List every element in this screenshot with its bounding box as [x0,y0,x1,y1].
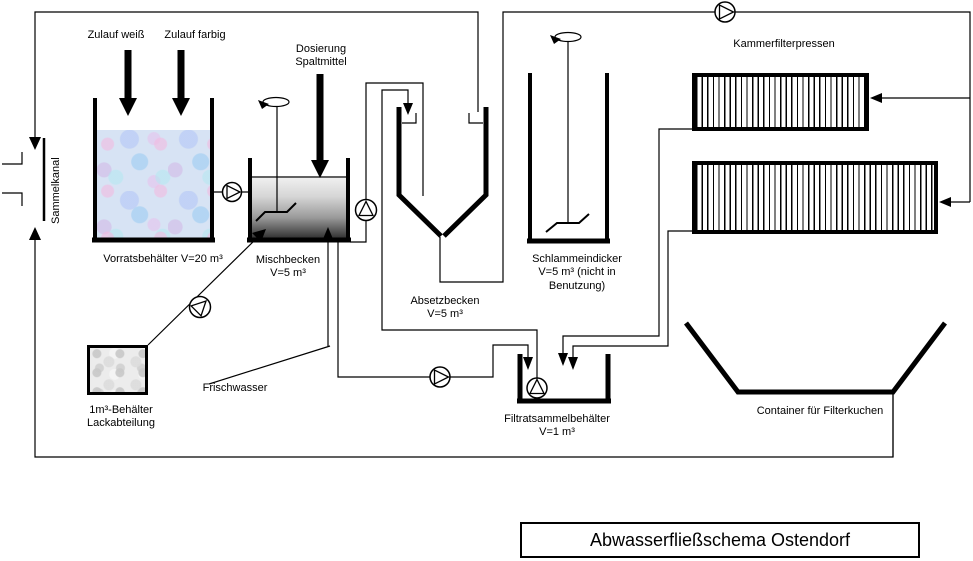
absetzbecken-tank [396,107,489,238]
mischbecken-tank [247,158,351,243]
pump-icon [714,1,736,23]
label-container-filterkuchen: Container für Filterkuchen [756,405,884,417]
diagram-title: Abwasserfließschema Ostendorf [520,522,920,558]
arrow-up-into-sammelkanal [29,227,41,240]
zulauf-farbig-arrow [172,50,190,116]
label-zulauf-weiss: Zulauf weiß [87,29,145,41]
dosierung-arrow [311,74,329,178]
pump-icon [429,366,451,388]
label-dosierung: Dosierung Spaltmittel [295,43,347,69]
vorratsbehaelter-tank [92,98,215,243]
kammerfilterpresse-1 [692,73,869,131]
pump-icon [188,295,212,319]
pipe-filtrat-to-absetz [381,89,538,378]
label-zulauf-farbig: Zulauf farbig [164,29,226,41]
arrow-into-sammelkanal [29,137,41,150]
diagram-title-text: Abwasserfließschema Ostendorf [589,529,851,550]
mischbecken-liquid [252,178,347,239]
mischbecken-stirrer [255,96,297,222]
pipe-misch-to-filtrat [337,242,533,378]
label-1m3-behaelter: 1m³-Behälter Lackabteilung [87,404,155,430]
label-mischbecken: Mischbecken V=5 m³ [255,254,321,280]
label-sammelkanal: Sammelkanal [50,157,62,224]
pump-icon [354,198,378,222]
schlammeindicker-tank [527,73,610,244]
label-vorratsbehaelter: Vorratsbehälter V=20 m³ [103,253,223,265]
pipe-press2-to-filtrat [568,230,692,370]
lack-container [87,345,148,395]
label-kammerfilterpressen: Kammerfilterpressen [733,38,835,50]
kammerfilterpresse-2 [692,161,938,234]
filterkuchen-container [684,321,947,457]
filtratsammelbehaelter-tank [517,354,611,404]
pipe-lack-to-misch [147,229,266,346]
pipe-sludge-to-presses [439,11,971,283]
pipe-misch-to-absetz [350,82,424,243]
frischwasser-pipe [208,227,333,385]
label-frischwasser: Frischwasser [202,382,268,394]
pump-icon [526,377,548,399]
pump-icon [221,181,243,203]
zulauf-weiss-arrow [119,50,137,116]
vorratsbehaelter-liquid [97,130,210,239]
label-schlammeindicker: Schlammeindicker V=5 m³ (nicht in Benutz… [532,253,622,292]
pipe-press1-to-filtrat [558,128,692,366]
label-filtratsammelbehaelter: Filtratsammelbehälter V=1 m³ [504,413,610,439]
label-absetzbecken: Absetzbecken V=5 m³ [410,295,480,321]
schlammeindicker-stirrer [545,31,590,233]
